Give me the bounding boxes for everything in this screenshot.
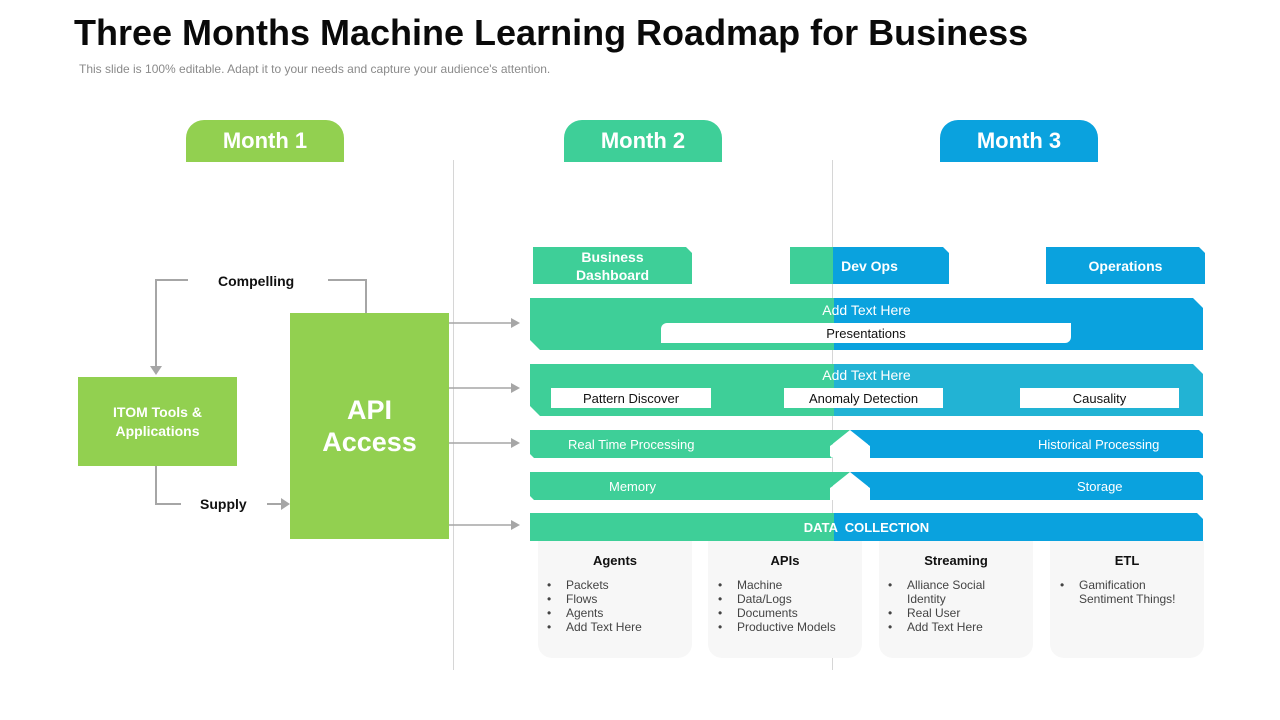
card-title: Streaming bbox=[924, 553, 988, 568]
chevron-connector bbox=[830, 472, 870, 500]
list-item: Add Text Here bbox=[888, 620, 998, 634]
card-streaming: Streaming Alliance Social Identity Real … bbox=[879, 541, 1033, 658]
causality-pill: Causality bbox=[1020, 388, 1179, 408]
list-item: Documents bbox=[718, 606, 862, 620]
itom-tools-label: ITOM Tools & Applications bbox=[113, 403, 202, 439]
api-access-box: API Access bbox=[290, 313, 449, 539]
operations-label: Operations bbox=[1088, 257, 1163, 274]
card-etl: ETL Gamification Sentiment Things! bbox=[1050, 541, 1204, 658]
connector-line bbox=[155, 503, 181, 505]
card-title: ETL bbox=[1114, 553, 1140, 568]
month-1-tab: Month 1 bbox=[186, 120, 344, 162]
business-dashboard-header: Business Dashboard bbox=[533, 247, 692, 284]
connector-line bbox=[365, 279, 367, 313]
supply-label: Supply bbox=[200, 496, 247, 512]
list-item: Gamification Sentiment Things! bbox=[1060, 578, 1180, 606]
connector-line bbox=[156, 279, 188, 281]
band-2-label: Add Text Here bbox=[822, 367, 911, 383]
data-collection-bar bbox=[530, 513, 1203, 541]
connector-line bbox=[155, 466, 157, 504]
pattern-discover-pill: Pattern Discover bbox=[551, 388, 711, 408]
real-time-processing-bar bbox=[530, 430, 833, 458]
memory-label: Memory bbox=[609, 479, 656, 494]
historical-processing-bar bbox=[868, 430, 1203, 458]
data-collection-label: DATA COLLECTION bbox=[803, 519, 930, 535]
card-apis: APIs Machine Data/Logs Documents Product… bbox=[708, 541, 862, 658]
card-title: Agents bbox=[592, 553, 638, 568]
list-item: Flows bbox=[547, 592, 692, 606]
business-dashboard-label: Business Dashboard bbox=[575, 248, 650, 283]
connector-line bbox=[328, 279, 367, 281]
dev-ops-label: Dev Ops bbox=[841, 257, 898, 274]
connector-line bbox=[155, 279, 157, 369]
page-subtitle: This slide is 100% editable. Adapt it to… bbox=[79, 62, 551, 76]
page-title: Three Months Machine Learning Roadmap fo… bbox=[74, 12, 1029, 53]
list-item: Productive Models bbox=[718, 620, 862, 634]
month-divider bbox=[453, 160, 454, 670]
api-access-label: API Access bbox=[322, 395, 417, 457]
card-agents: Agents Packets Flows Agents Add Text Her… bbox=[538, 541, 692, 658]
band-1-label: Add Text Here bbox=[822, 302, 911, 318]
list-item: Alliance Social Identity bbox=[888, 578, 998, 606]
month-2-tab: Month 2 bbox=[564, 120, 722, 162]
list-item: Packets bbox=[547, 578, 692, 592]
arrow-right-icon bbox=[281, 498, 290, 510]
itom-tools-box: ITOM Tools & Applications bbox=[78, 377, 237, 466]
chevron-connector bbox=[830, 430, 870, 458]
compelling-label: Compelling bbox=[218, 273, 295, 289]
card-title: APIs bbox=[770, 553, 800, 568]
list-item: Add Text Here bbox=[547, 620, 692, 634]
list-item: Real User bbox=[888, 606, 998, 620]
anomaly-detection-pill: Anomaly Detection bbox=[784, 388, 943, 408]
list-item: Machine bbox=[718, 578, 862, 592]
arrow-down-icon bbox=[150, 366, 162, 375]
operations-header: Operations bbox=[1046, 247, 1205, 284]
storage-bar bbox=[868, 472, 1203, 500]
connector-line bbox=[267, 503, 283, 505]
api-arrows bbox=[449, 318, 520, 530]
presentations-pill: Presentations bbox=[661, 323, 1071, 343]
historical-processing-label: Historical Processing bbox=[1038, 437, 1160, 452]
memory-bar bbox=[530, 472, 833, 500]
list-item: Agents bbox=[547, 606, 692, 620]
storage-label: Storage bbox=[1077, 479, 1123, 494]
list-item: Data/Logs bbox=[718, 592, 862, 606]
dev-ops-header bbox=[790, 247, 949, 284]
month-3-tab: Month 3 bbox=[940, 120, 1098, 162]
real-time-processing-label: Real Time Processing bbox=[568, 437, 695, 452]
